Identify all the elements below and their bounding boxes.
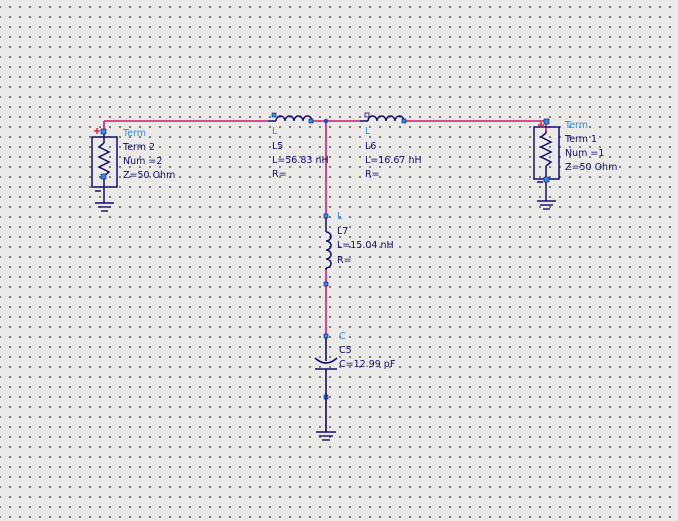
wires: [103, 120, 547, 432]
plus-marker-icon: [94, 128, 100, 134]
l7-name-label: L7: [337, 226, 349, 237]
c5-value-label: C=12.99 pF: [339, 359, 396, 370]
port-resistor-icon[interactable]: [91, 133, 118, 203]
l6-value-label: L=16.67 nH: [365, 155, 422, 166]
l5-name-label: L5: [272, 141, 284, 152]
l5-type-label: L: [272, 126, 278, 137]
inductor-icon[interactable]: [325, 214, 332, 270]
c5-type-label: C: [339, 331, 346, 342]
term1-type-label: Term: [565, 120, 589, 131]
l7-value-label: L=15.04 nH: [337, 240, 394, 251]
term2-num-label: Num =2: [123, 156, 163, 167]
term2-name-label: Term 2: [123, 142, 156, 153]
pin-marker: [543, 176, 550, 183]
pin-marker: [323, 213, 329, 219]
ground-icon: [95, 202, 114, 212]
l6-name-label: L6: [365, 141, 377, 152]
term1-name-label: Term 1: [565, 134, 598, 145]
inductor-icon[interactable]: [268, 115, 313, 122]
pin-marker: [364, 112, 370, 118]
pin-marker: [323, 281, 329, 287]
term2-z-label: Z=50 Ohm: [123, 170, 176, 181]
l7-r-label: R=: [337, 255, 352, 266]
plus-marker-icon: [538, 122, 544, 128]
l5-value-label: L=56.83 nH: [272, 155, 329, 166]
ground-icon: [537, 200, 556, 210]
inductor-icon[interactable]: [360, 115, 405, 122]
term1-z-label: Z=50 Ohm: [565, 162, 618, 173]
pin-marker: [323, 333, 329, 339]
pin-marker: [401, 118, 407, 124]
pin-marker: [100, 128, 107, 135]
term2-type-label: Term: [123, 128, 147, 139]
pin-marker: [308, 118, 314, 124]
pin-marker: [100, 173, 107, 180]
term1-num-label: Num =1: [565, 148, 605, 159]
l6-type-label: L: [365, 126, 371, 137]
junction-node: [323, 118, 329, 124]
port-resistor-icon[interactable]: [533, 126, 560, 201]
pin-marker: [271, 112, 277, 118]
l6-r-label: R=: [365, 169, 380, 180]
c5-name-label: C5: [339, 345, 352, 356]
pin-marker: [543, 118, 550, 125]
l5-r-label: R=: [272, 169, 287, 180]
capacitor-icon[interactable]: [314, 338, 338, 392]
l7-type-label: L: [337, 211, 343, 222]
ground-icon: [316, 392, 336, 441]
